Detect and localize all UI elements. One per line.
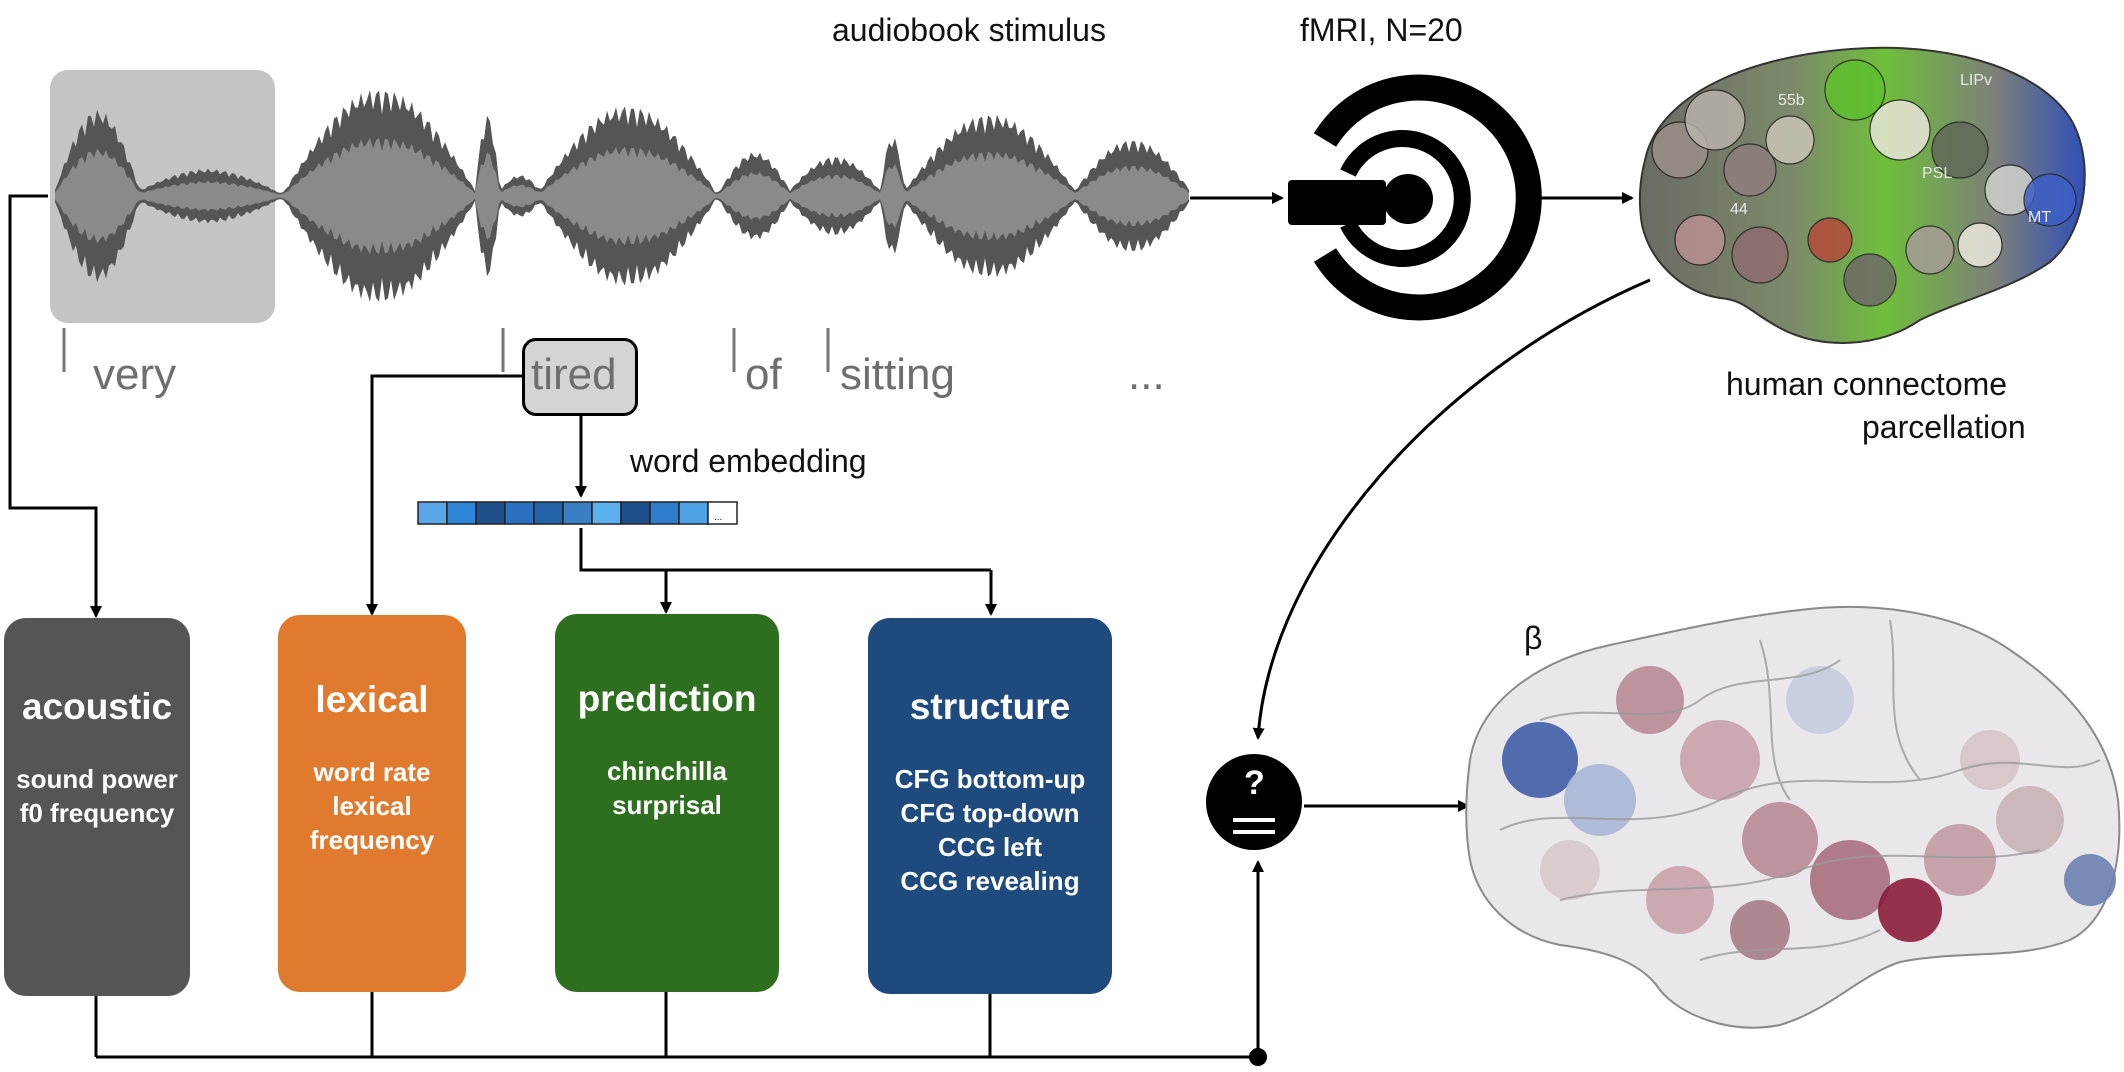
prediction-title: prediction xyxy=(577,678,757,719)
beta-patch xyxy=(1646,866,1714,934)
parcel-patch xyxy=(1765,115,1815,165)
fmri-scanner-icon xyxy=(1288,74,1542,321)
embedding-cell xyxy=(504,501,535,525)
region-label-55b: 55b xyxy=(1778,92,1805,109)
parcellation-brain-image: 55b LIPv PSL 44 MT xyxy=(1638,46,2086,344)
embedding-cell xyxy=(417,501,448,525)
lexical-feature-box: lexical word rate lexical frequency xyxy=(278,615,466,992)
parcel-patch xyxy=(1931,121,1989,179)
beta-patch xyxy=(2064,854,2116,906)
acoustic-feature-1: f0 frequency xyxy=(19,798,175,828)
acoustic-feature-0: sound power xyxy=(16,764,178,794)
region-label-lipv: LIPv xyxy=(1960,72,1992,89)
beta-patch xyxy=(1878,878,1942,942)
lexical-title: lexical xyxy=(315,679,429,720)
arrow-parcellation-to-comparison xyxy=(1252,278,1651,740)
beta-brain-map-image xyxy=(1465,605,2121,1029)
word-tired: tired xyxy=(531,350,617,399)
word-sitting: sitting xyxy=(840,350,955,399)
structure-feature-3: CCG revealing xyxy=(900,866,1080,896)
beta-patch xyxy=(1786,666,1854,734)
parcel-patch xyxy=(1723,143,1777,197)
embedding-title: word embedding xyxy=(630,443,867,479)
structure-title: structure xyxy=(909,686,1071,727)
parcellation-caption-line1: human connectome xyxy=(1726,366,2008,402)
parcel-patch xyxy=(1843,253,1897,307)
region-label-44: 44 xyxy=(1730,201,1748,218)
beta-patch xyxy=(1810,840,1890,920)
embedding-cell xyxy=(446,501,477,525)
stimulus-title: audiobook stimulus xyxy=(832,12,1106,48)
beta-patch xyxy=(1680,720,1760,800)
comparison-question-mark: ? xyxy=(1244,764,1265,802)
acoustic-feature-box: acoustic sound power f0 frequency xyxy=(4,618,190,996)
beta-patch xyxy=(1924,824,1996,896)
audio-waveform xyxy=(55,90,1189,302)
acoustic-title: acoustic xyxy=(21,686,173,727)
embedding-cell xyxy=(678,501,709,525)
word-ellipsis: ... xyxy=(1128,350,1165,399)
lexical-feature-2: frequency xyxy=(309,825,435,855)
embedding-cell xyxy=(649,501,680,525)
structure-feature-1: CFG top-down xyxy=(900,798,1080,828)
beta-patch xyxy=(1960,730,2020,790)
prediction-feature-box: prediction chinchilla surprisal xyxy=(555,614,779,992)
parcel-patch xyxy=(2023,173,2077,227)
structure-feature-0: CFG bottom-up xyxy=(894,764,1086,794)
parcel-patch xyxy=(1807,217,1853,263)
connector-audio-to-acoustic xyxy=(8,194,102,618)
scanner-title: fMRI, N=20 xyxy=(1300,12,1463,48)
beta-patch xyxy=(1564,764,1636,836)
embedding-cell xyxy=(475,501,506,525)
parcel-patch xyxy=(1674,214,1726,266)
parcel-patch xyxy=(1869,99,1931,161)
connector-features-to-comparison xyxy=(94,860,1264,1059)
parcel-patch xyxy=(1905,225,1955,275)
prediction-feature-0: chinchilla xyxy=(607,756,727,786)
prediction-feature-1: surprisal xyxy=(612,790,722,820)
parcel-patch xyxy=(1824,59,1886,121)
region-label-psl: PSL xyxy=(1922,165,1952,182)
waveform-core xyxy=(55,137,1189,255)
embedding-cell xyxy=(707,501,738,525)
beta-patch xyxy=(1540,840,1600,900)
embedding-ellipsis: ... xyxy=(714,512,722,523)
parcellation-caption-line2: parcellation xyxy=(1862,409,2026,445)
connector-embedding-to-models xyxy=(579,528,991,572)
beta-patch xyxy=(1616,666,1684,734)
parcel-patch xyxy=(1684,89,1746,151)
beta-label: β xyxy=(1524,620,1543,656)
word-onset-ticks xyxy=(62,328,830,372)
embedding-cell xyxy=(591,501,622,525)
embedding-cell xyxy=(620,501,651,525)
embedding-cell xyxy=(562,501,593,525)
lexical-feature-1: lexical xyxy=(332,791,412,821)
embedding-cell xyxy=(533,501,564,525)
word-of: of xyxy=(745,350,782,399)
connector-word-to-lexical xyxy=(366,374,523,616)
structure-feature-box: structure CFG bottom-up CFG top-down CCG… xyxy=(868,618,1112,994)
lexical-feature-0: word rate xyxy=(313,757,431,787)
word-embedding-vector: ... xyxy=(417,501,738,525)
beta-patch xyxy=(1996,786,2064,854)
junction-dot xyxy=(1249,1048,1267,1066)
word-very: very xyxy=(93,350,177,399)
structure-feature-2: CCG left xyxy=(938,832,1042,862)
parcel-patch xyxy=(1957,222,2003,268)
region-label-mt: MT xyxy=(2028,209,2051,226)
comparison-node xyxy=(1206,754,1302,850)
beta-patch xyxy=(1502,722,1578,798)
parcel-patch xyxy=(1731,226,1789,284)
word-box-tired xyxy=(522,338,638,416)
beta-patch xyxy=(1742,802,1818,878)
beta-patch xyxy=(1730,900,1790,960)
